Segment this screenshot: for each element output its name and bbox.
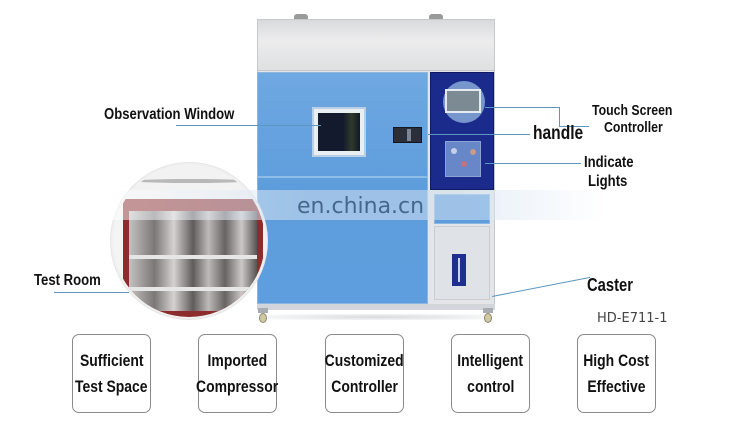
observation-window xyxy=(312,107,366,157)
leader-touch-screen-v xyxy=(559,107,560,127)
label-indicate: Indicate xyxy=(584,154,634,171)
leader-touch-screen-2 xyxy=(559,126,589,127)
model-code: HD-E711-1 xyxy=(597,311,668,326)
feature-line: High Cost xyxy=(583,351,650,370)
label-caster: Caster xyxy=(587,275,633,295)
leader-caster xyxy=(491,276,591,297)
machine-top-housing xyxy=(257,19,495,72)
label-controller: Controller xyxy=(604,119,663,136)
feature-line: Compressor xyxy=(196,376,279,396)
feature-line: Effective xyxy=(587,376,646,396)
indicator-light-icon xyxy=(470,149,476,155)
feature-customized-controller: Customized Controller xyxy=(325,334,404,413)
leader-observation xyxy=(176,125,321,126)
test-room-interior xyxy=(129,211,257,311)
watermark: en.china.cn xyxy=(297,194,425,219)
test-chamber-machine xyxy=(254,14,498,326)
feature-sufficient-test-space: Sufficient Test Space xyxy=(72,334,151,413)
top-port xyxy=(294,14,308,22)
label-lights: Lights xyxy=(588,173,628,190)
leader-touch-screen xyxy=(485,107,560,108)
feature-high-cost-effective: High Cost Effective xyxy=(577,334,656,413)
label-touch-screen: Touch Screen xyxy=(592,102,673,119)
indicator-light-icon xyxy=(461,161,467,167)
indicator-lights-panel xyxy=(445,141,481,177)
test-room-inset xyxy=(111,163,267,319)
floor-shadow xyxy=(268,314,488,320)
door-handle xyxy=(393,127,422,143)
lcd-display xyxy=(447,91,479,111)
feature-intelligent-control: Intelligent control xyxy=(451,334,530,413)
leader-indicate-lights xyxy=(485,163,581,164)
label-handle: handle xyxy=(533,123,584,144)
feature-line: Controller xyxy=(331,376,398,396)
side-vent-icon xyxy=(452,254,466,286)
feature-line: Imported xyxy=(207,351,268,370)
feature-line: Sufficient xyxy=(79,351,144,370)
control-panel xyxy=(430,72,494,190)
label-test-room: Test Room xyxy=(34,272,101,289)
touch-screen-controller xyxy=(445,89,481,113)
indicator-light-icon xyxy=(451,148,457,154)
window-glass xyxy=(318,113,360,151)
caster-wheel-icon xyxy=(483,308,493,324)
door-seam xyxy=(257,176,428,178)
feature-line: Customized xyxy=(324,351,405,370)
feature-line: control xyxy=(466,376,515,396)
feature-imported-compressor: Imported Compressor xyxy=(196,334,279,413)
caster-wheel-icon xyxy=(258,308,268,324)
leader-handle xyxy=(428,134,530,135)
label-observation-window: Observation Window xyxy=(104,106,235,123)
top-port xyxy=(429,14,443,22)
leader-test-room xyxy=(54,292,129,293)
machine-base xyxy=(257,304,495,310)
feature-line: Intelligent xyxy=(457,351,524,370)
watermark-band xyxy=(112,190,606,220)
feature-line: Test Space xyxy=(75,376,148,396)
